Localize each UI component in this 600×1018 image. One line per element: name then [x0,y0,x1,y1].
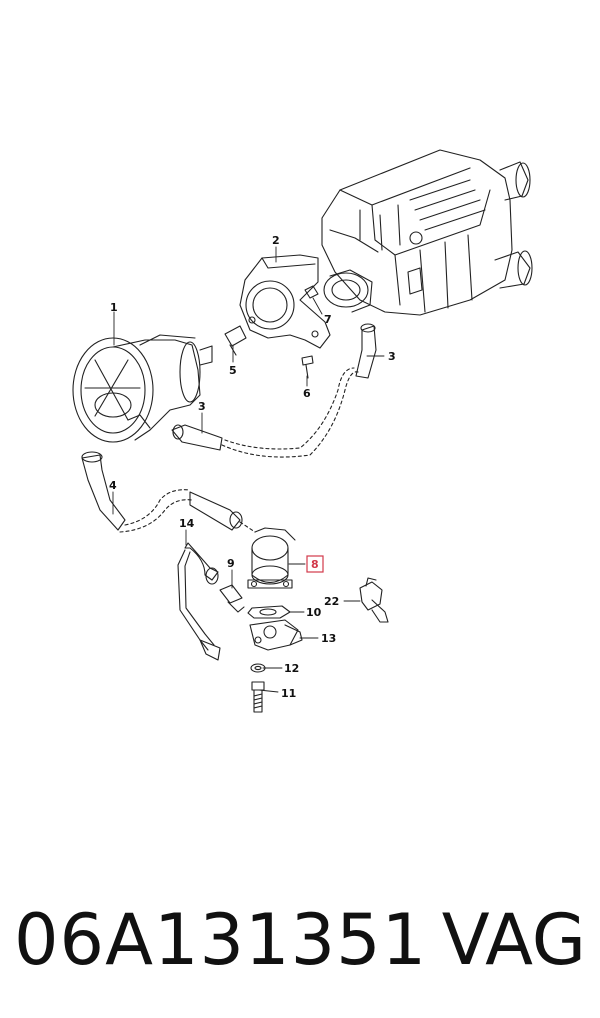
footer: 06A131351 VAG [0,880,600,1000]
callout-12: 12 [284,662,299,675]
callout-8-highlight-box [306,555,324,573]
part-3-hose-lower [171,424,223,451]
callout-10: 10 [306,606,322,619]
callout-6: 6 [303,387,311,400]
pipe-to-combi-valve [189,491,256,533]
callout-8: 8 [311,558,319,571]
part-8-combi-valve [247,527,296,589]
callout-2: 2 [272,234,280,247]
part-6-bolt [301,355,314,379]
intake-manifold [321,149,533,316]
brand-name: VAG [441,899,586,981]
part-4-hose [81,451,193,533]
callout-11: 11 [281,687,296,700]
part-11-bolt [251,681,265,713]
part-number: 06A131351 [14,899,428,981]
part-3-hose-upper [355,323,377,379]
part-2-bracket [239,254,331,349]
callout-22: 22 [324,595,339,608]
callout-3-upper: 3 [388,350,396,363]
callout-5: 5 [229,364,237,377]
part-10-gasket [247,605,291,619]
callout-3-lower: 3 [198,400,206,413]
callout-1: 1 [110,301,118,314]
part-1-air-pump [72,334,213,443]
parts-diagram: 1 2 3 3 4 5 6 7 8 9 10 11 12 13 14 22 [72,149,533,713]
callout-4: 4 [109,479,117,492]
part-14-pipe [177,542,221,661]
part-22-clip [359,577,389,623]
callout-9: 9 [227,557,235,570]
callout-14: 14 [179,517,195,530]
callout-7: 7 [324,313,332,326]
part-5-plug [224,325,247,356]
leader-lines [112,246,385,693]
callout-labels: 1 2 3 3 4 5 6 7 8 9 10 11 12 13 14 22 [109,234,396,700]
part-9-union [219,584,245,613]
part-7-nut [304,285,319,299]
part-13-flange [249,619,303,651]
callout-13: 13 [321,632,336,645]
connecting-pipe-dashed [221,371,359,458]
